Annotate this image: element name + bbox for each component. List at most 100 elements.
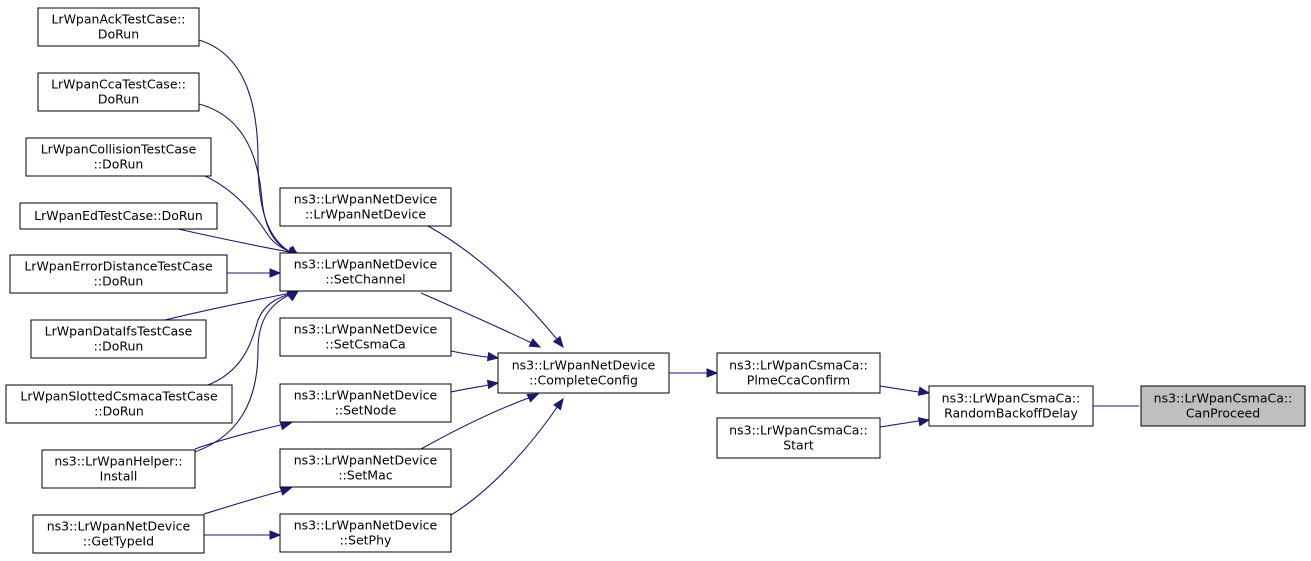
node-ctor[interactable]: ns3::LrWpanNetDevice::LrWpanNetDevice: [279, 187, 452, 227]
arrowhead: [553, 397, 564, 411]
node-box: [279, 448, 452, 488]
node-label: ::SetPhy: [340, 533, 392, 548]
arrowhead: [286, 290, 300, 302]
node-box: [279, 383, 452, 423]
edge-line: [194, 422, 290, 450]
node-label: LrWpanDataIfsTestCase: [45, 324, 193, 339]
node-ifs[interactable]: LrWpanDataIfsTestCase::DoRun: [30, 319, 207, 359]
node-setcsmaca[interactable]: ns3::LrWpanNetDevice::SetCsmaCa: [279, 317, 452, 357]
node-label: ::DoRun: [94, 274, 144, 289]
edge-line: [177, 228, 296, 254]
node-label: LrWpanSlottedCsmacaTestCase: [20, 389, 218, 404]
edge-line: [450, 402, 561, 516]
edge-start-to-backoff: [879, 417, 931, 428]
node-slotted[interactable]: LrWpanSlottedCsmacaTestCase::DoRun: [5, 384, 233, 424]
node-label: RandomBackoffDelay: [944, 406, 1078, 421]
node-errdist[interactable]: LrWpanErrorDistanceTestCase::DoRun: [9, 254, 228, 294]
node-box: [716, 417, 881, 459]
node-box: [30, 319, 207, 359]
node-label: ::LrWpanNetDevice: [305, 207, 426, 222]
arrowhead: [917, 386, 931, 396]
node-coll[interactable]: LrWpanCollisionTestCase::DoRun: [25, 137, 212, 177]
node-label: ::DoRun: [94, 404, 144, 419]
edge-setphy-to-complete: [450, 397, 564, 516]
node-label: ns3::LrWpanNetDevice: [294, 518, 438, 533]
arrowhead: [279, 486, 293, 496]
edge-gettype-to-setphy: [204, 530, 282, 540]
edge-helper-to-setnode: [194, 421, 293, 450]
node-label: ::SetNode: [335, 403, 397, 418]
node-label: LrWpanCollisionTestCase: [41, 142, 197, 157]
node-label: ns3::LrWpanCsmaCa::: [729, 358, 868, 373]
node-ed[interactable]: LrWpanEdTestCase::DoRun: [19, 202, 218, 230]
arrowhead: [269, 530, 282, 540]
node-label: ns3::LrWpanCsmaCa::: [1154, 391, 1293, 406]
node-cca[interactable]: LrWpanCcaTestCase::DoRun: [37, 72, 200, 112]
node-setphy[interactable]: ns3::LrWpanNetDevice::SetPhy: [279, 513, 452, 553]
node-box: [279, 513, 452, 553]
edge-ifs-to-setchannel: [164, 288, 300, 321]
node-box: [279, 187, 452, 227]
edge-line: [204, 175, 294, 254]
node-label: CanProceed: [1186, 406, 1260, 421]
node-label: ::DoRun: [94, 157, 144, 172]
edge-ed-to-setchannel: [177, 228, 301, 257]
arrowhead: [706, 368, 719, 378]
node-canproceed: ns3::LrWpanCsmaCa::CanProceed: [1140, 385, 1306, 427]
node-label: DoRun: [98, 92, 139, 107]
node-label: ns3::LrWpanCsmaCa::: [729, 423, 868, 438]
node-gettype[interactable]: ns3::LrWpanNetDevice::GetTypeId: [32, 514, 205, 554]
node-box: [9, 254, 228, 294]
node-plme[interactable]: ns3::LrWpanCsmaCa::PlmeCcaConfirm: [716, 352, 881, 394]
node-label: ::CompleteConfig: [529, 373, 638, 388]
arrowhead: [269, 268, 282, 278]
edge-setnode-to-complete: [450, 379, 500, 393]
edge-line: [184, 291, 297, 456]
node-setchannel[interactable]: ns3::LrWpanNetDevice::SetChannel: [279, 252, 452, 292]
node-ack[interactable]: LrWpanAckTestCase::DoRun: [37, 7, 200, 47]
node-label: ns3::LrWpanNetDevice: [294, 453, 438, 468]
nodes-layer: LrWpanAckTestCase::DoRunLrWpanCcaTestCas…: [5, 7, 1306, 554]
edge-complete-to-plme: [669, 368, 719, 378]
node-label: Install: [100, 469, 138, 484]
node-label: ::SetChannel: [325, 272, 405, 287]
edge-line: [420, 395, 535, 450]
edge-line: [420, 292, 537, 346]
edge-line: [198, 103, 293, 254]
node-backoff[interactable]: ns3::LrWpanCsmaCa::RandomBackoffDelay: [928, 385, 1094, 427]
node-label: DoRun: [98, 27, 139, 42]
edge-line: [164, 291, 297, 321]
node-complete[interactable]: ns3::LrWpanNetDevice::CompleteConfig: [497, 352, 670, 394]
node-label: ::DoRun: [94, 339, 144, 354]
node-label: ::SetMac: [338, 468, 392, 483]
node-label: LrWpanCcaTestCase::: [51, 77, 186, 92]
node-label: LrWpanEdTestCase::DoRun: [34, 208, 203, 223]
arrowhead: [528, 338, 542, 348]
node-label: LrWpanAckTestCase::: [51, 12, 185, 27]
node-box: [37, 72, 200, 112]
edge-line: [198, 39, 293, 254]
node-box: [5, 384, 233, 424]
node-box: [37, 7, 200, 47]
node-label: Start: [783, 438, 814, 453]
arrowhead: [917, 417, 931, 427]
node-label: ns3::LrWpanCsmaCa::: [942, 391, 1081, 406]
node-label: ns3::LrWpanNetDevice: [512, 358, 656, 373]
node-setnode[interactable]: ns3::LrWpanNetDevice::SetNode: [279, 383, 452, 423]
node-box: [25, 137, 212, 177]
arrowhead: [526, 393, 540, 403]
edge-setchannel-to-complete: [420, 292, 542, 348]
node-helper[interactable]: ns3::LrWpanHelper::Install: [41, 449, 196, 489]
edge-line: [207, 291, 297, 386]
edge-helper-to-setchannel: [184, 290, 300, 456]
node-setmac[interactable]: ns3::LrWpanNetDevice::SetMac: [279, 448, 452, 488]
node-start[interactable]: ns3::LrWpanCsmaCa::Start: [716, 417, 881, 459]
node-label: ns3::LrWpanNetDevice: [294, 322, 438, 337]
edge-line: [427, 225, 561, 344]
node-box: [19, 202, 218, 230]
edge-errdist-to-setchannel: [227, 268, 282, 278]
node-label: ::SetCsmaCa: [325, 337, 405, 352]
node-label: ns3::LrWpanHelper::: [54, 454, 182, 469]
node-label: ns3::LrWpanNetDevice: [294, 388, 438, 403]
